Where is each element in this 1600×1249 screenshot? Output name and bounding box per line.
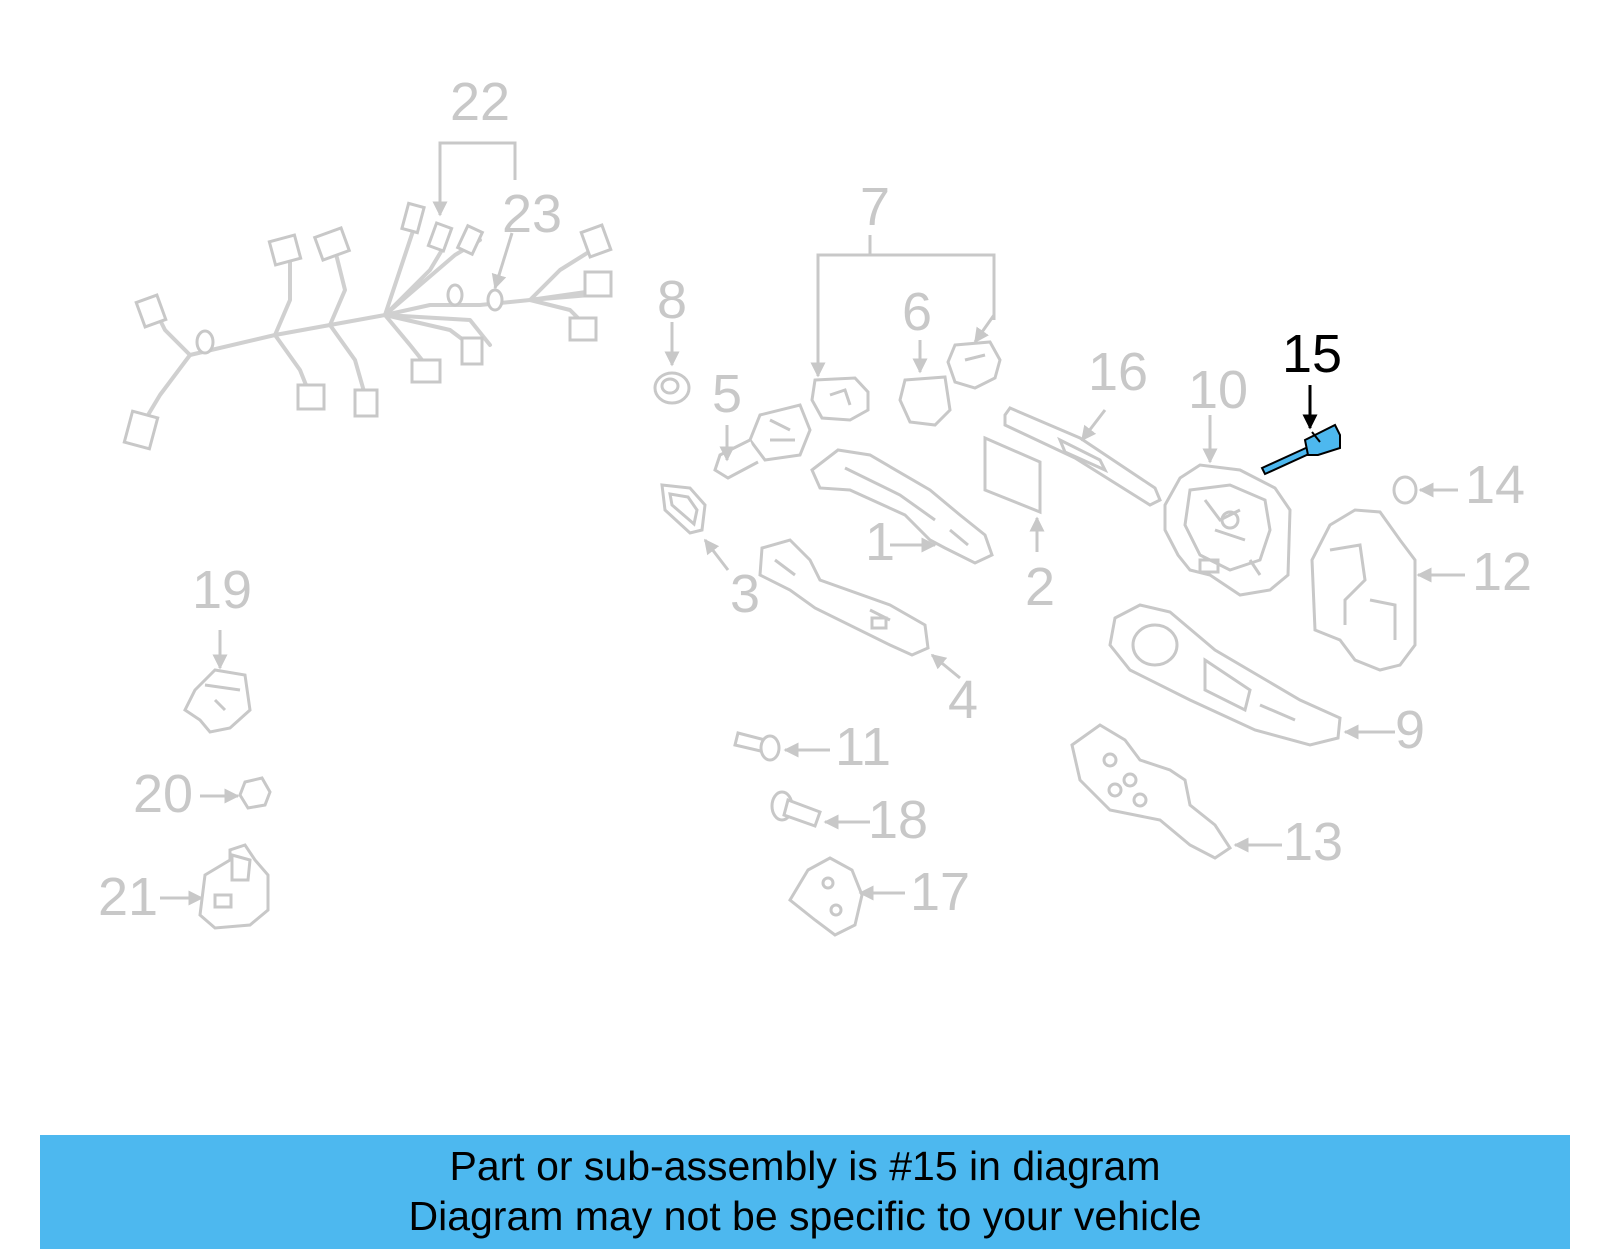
- callout-16: 16: [1088, 342, 1148, 402]
- banner-line-1: Part or sub-assembly is #15 in diagram: [449, 1143, 1161, 1189]
- part-15-highlighted: [1260, 423, 1341, 476]
- banner-line-2: Diagram may not be specific to your vehi…: [408, 1193, 1202, 1239]
- info-banner: Part or sub-assembly is #15 in diagram D…: [40, 1135, 1570, 1249]
- part-8-grommet: [653, 322, 691, 405]
- callout-19: 19: [192, 560, 252, 620]
- callout-10: 10: [1188, 360, 1248, 420]
- callout-11: 11: [835, 717, 891, 777]
- part-21-striker: [160, 843, 270, 930]
- part-3-gasket: [660, 483, 730, 571]
- part-2-pad: [983, 435, 1045, 552]
- callout-6: 6: [902, 282, 932, 342]
- bracket-22: [432, 141, 517, 290]
- callout-3: 3: [730, 564, 760, 624]
- callout-1: 1: [865, 512, 895, 572]
- harness-connectors: [122, 201, 613, 451]
- part-16-rod: [1003, 406, 1162, 507]
- callout-22: 22: [450, 72, 510, 132]
- part-12-cover: [1310, 508, 1465, 672]
- part-11-bolt: [733, 731, 830, 762]
- callout-5: 5: [712, 364, 742, 424]
- banner-background: [40, 1135, 1570, 1249]
- callout-20: 20: [133, 764, 193, 824]
- callout-18: 18: [868, 790, 928, 850]
- part-9-panel: [1108, 603, 1395, 747]
- bracket-7: [810, 235, 996, 378]
- callout-8: 8: [657, 270, 687, 330]
- part-20-nut: [200, 776, 272, 810]
- part-10-latch: [1163, 415, 1292, 597]
- part-4-carrier: [758, 538, 961, 680]
- part-5-lock-cylinder: [713, 403, 812, 480]
- callout-4: 4: [948, 670, 978, 730]
- callout-15: 15: [1282, 324, 1342, 384]
- part-18-screw: [770, 790, 870, 830]
- callout-2: 2: [1025, 557, 1055, 617]
- callout-23: 23: [502, 184, 562, 244]
- part-1-handle: [810, 448, 994, 565]
- callout-labels: 22 23 7 8 6 5 16 10 15 14 1 2 3 12 19 4 …: [98, 72, 1532, 927]
- callout-7: 7: [860, 177, 890, 237]
- part-17-striker-plate: [788, 856, 905, 937]
- callout-21: 21: [98, 867, 158, 927]
- part-14-plug: [1392, 475, 1458, 505]
- part-19-hinge: [183, 630, 252, 734]
- part-13-plate: [1070, 723, 1282, 860]
- callout-17: 17: [910, 862, 970, 922]
- callout-9: 9: [1395, 700, 1425, 760]
- part-6-cap: [898, 375, 952, 427]
- callout-13: 13: [1283, 812, 1343, 872]
- callout-14: 14: [1465, 455, 1525, 515]
- part-7-cover: [810, 340, 1002, 422]
- callout-12: 12: [1472, 542, 1532, 602]
